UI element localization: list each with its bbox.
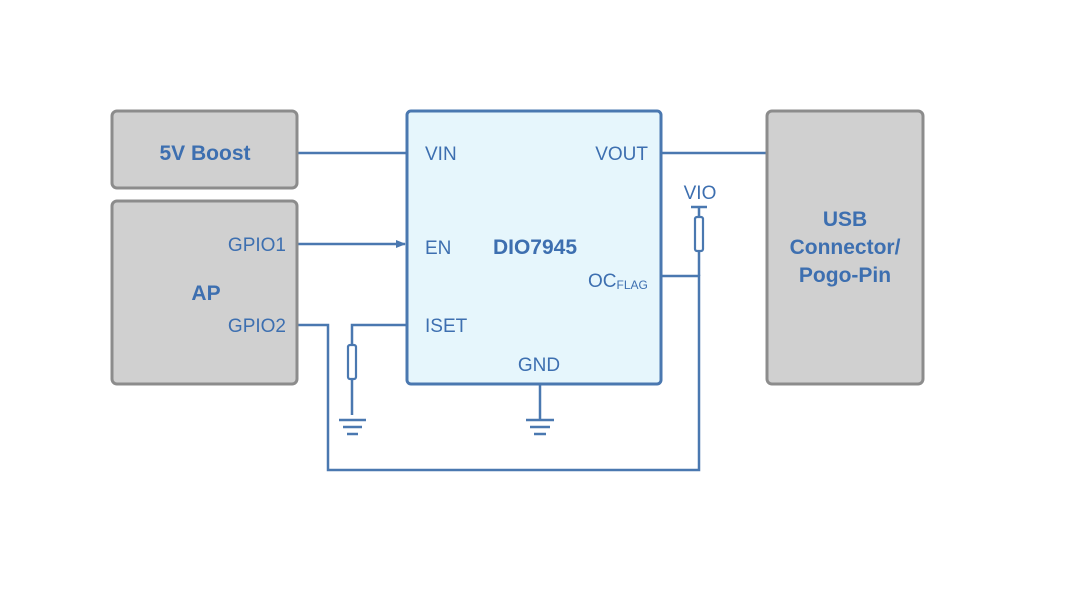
vin-pin-label: VIN bbox=[425, 144, 457, 165]
ocflag-pin-label: OCFLAG bbox=[588, 271, 648, 292]
pullup-resistor bbox=[693, 215, 705, 253]
ap-label: AP bbox=[191, 282, 220, 305]
wire-iset-resistor bbox=[350, 323, 407, 415]
en-pin-label: EN bbox=[425, 238, 451, 259]
vio-label: VIO bbox=[684, 183, 717, 204]
gpio2-label: GPIO2 bbox=[228, 316, 286, 337]
ground-symbol-ic bbox=[526, 418, 554, 436]
ic-block bbox=[405, 109, 663, 386]
ic-name: DIO7945 bbox=[493, 236, 577, 259]
usb-label-line2: Connector/ bbox=[790, 236, 901, 259]
gnd-pin-label: GND bbox=[518, 355, 560, 376]
wire-gpio2-to-ocflag bbox=[297, 274, 701, 472]
iset-pin-label: ISET bbox=[425, 316, 468, 337]
usb-label-line3: Pogo-Pin bbox=[799, 264, 891, 287]
oc-sub-text: FLAG bbox=[617, 278, 648, 292]
ground-symbol-iset bbox=[339, 418, 366, 436]
ap-block bbox=[110, 199, 299, 386]
oc-main-text: OC bbox=[588, 271, 617, 292]
usb-block bbox=[765, 109, 925, 386]
gpio1-label: GPIO1 bbox=[228, 235, 286, 256]
boost-block bbox=[110, 109, 299, 190]
boost-label: 5V Boost bbox=[159, 142, 250, 165]
iset-resistor bbox=[346, 343, 358, 381]
usb-label-line1: USB bbox=[823, 208, 867, 231]
vout-pin-label: VOUT bbox=[595, 144, 648, 165]
